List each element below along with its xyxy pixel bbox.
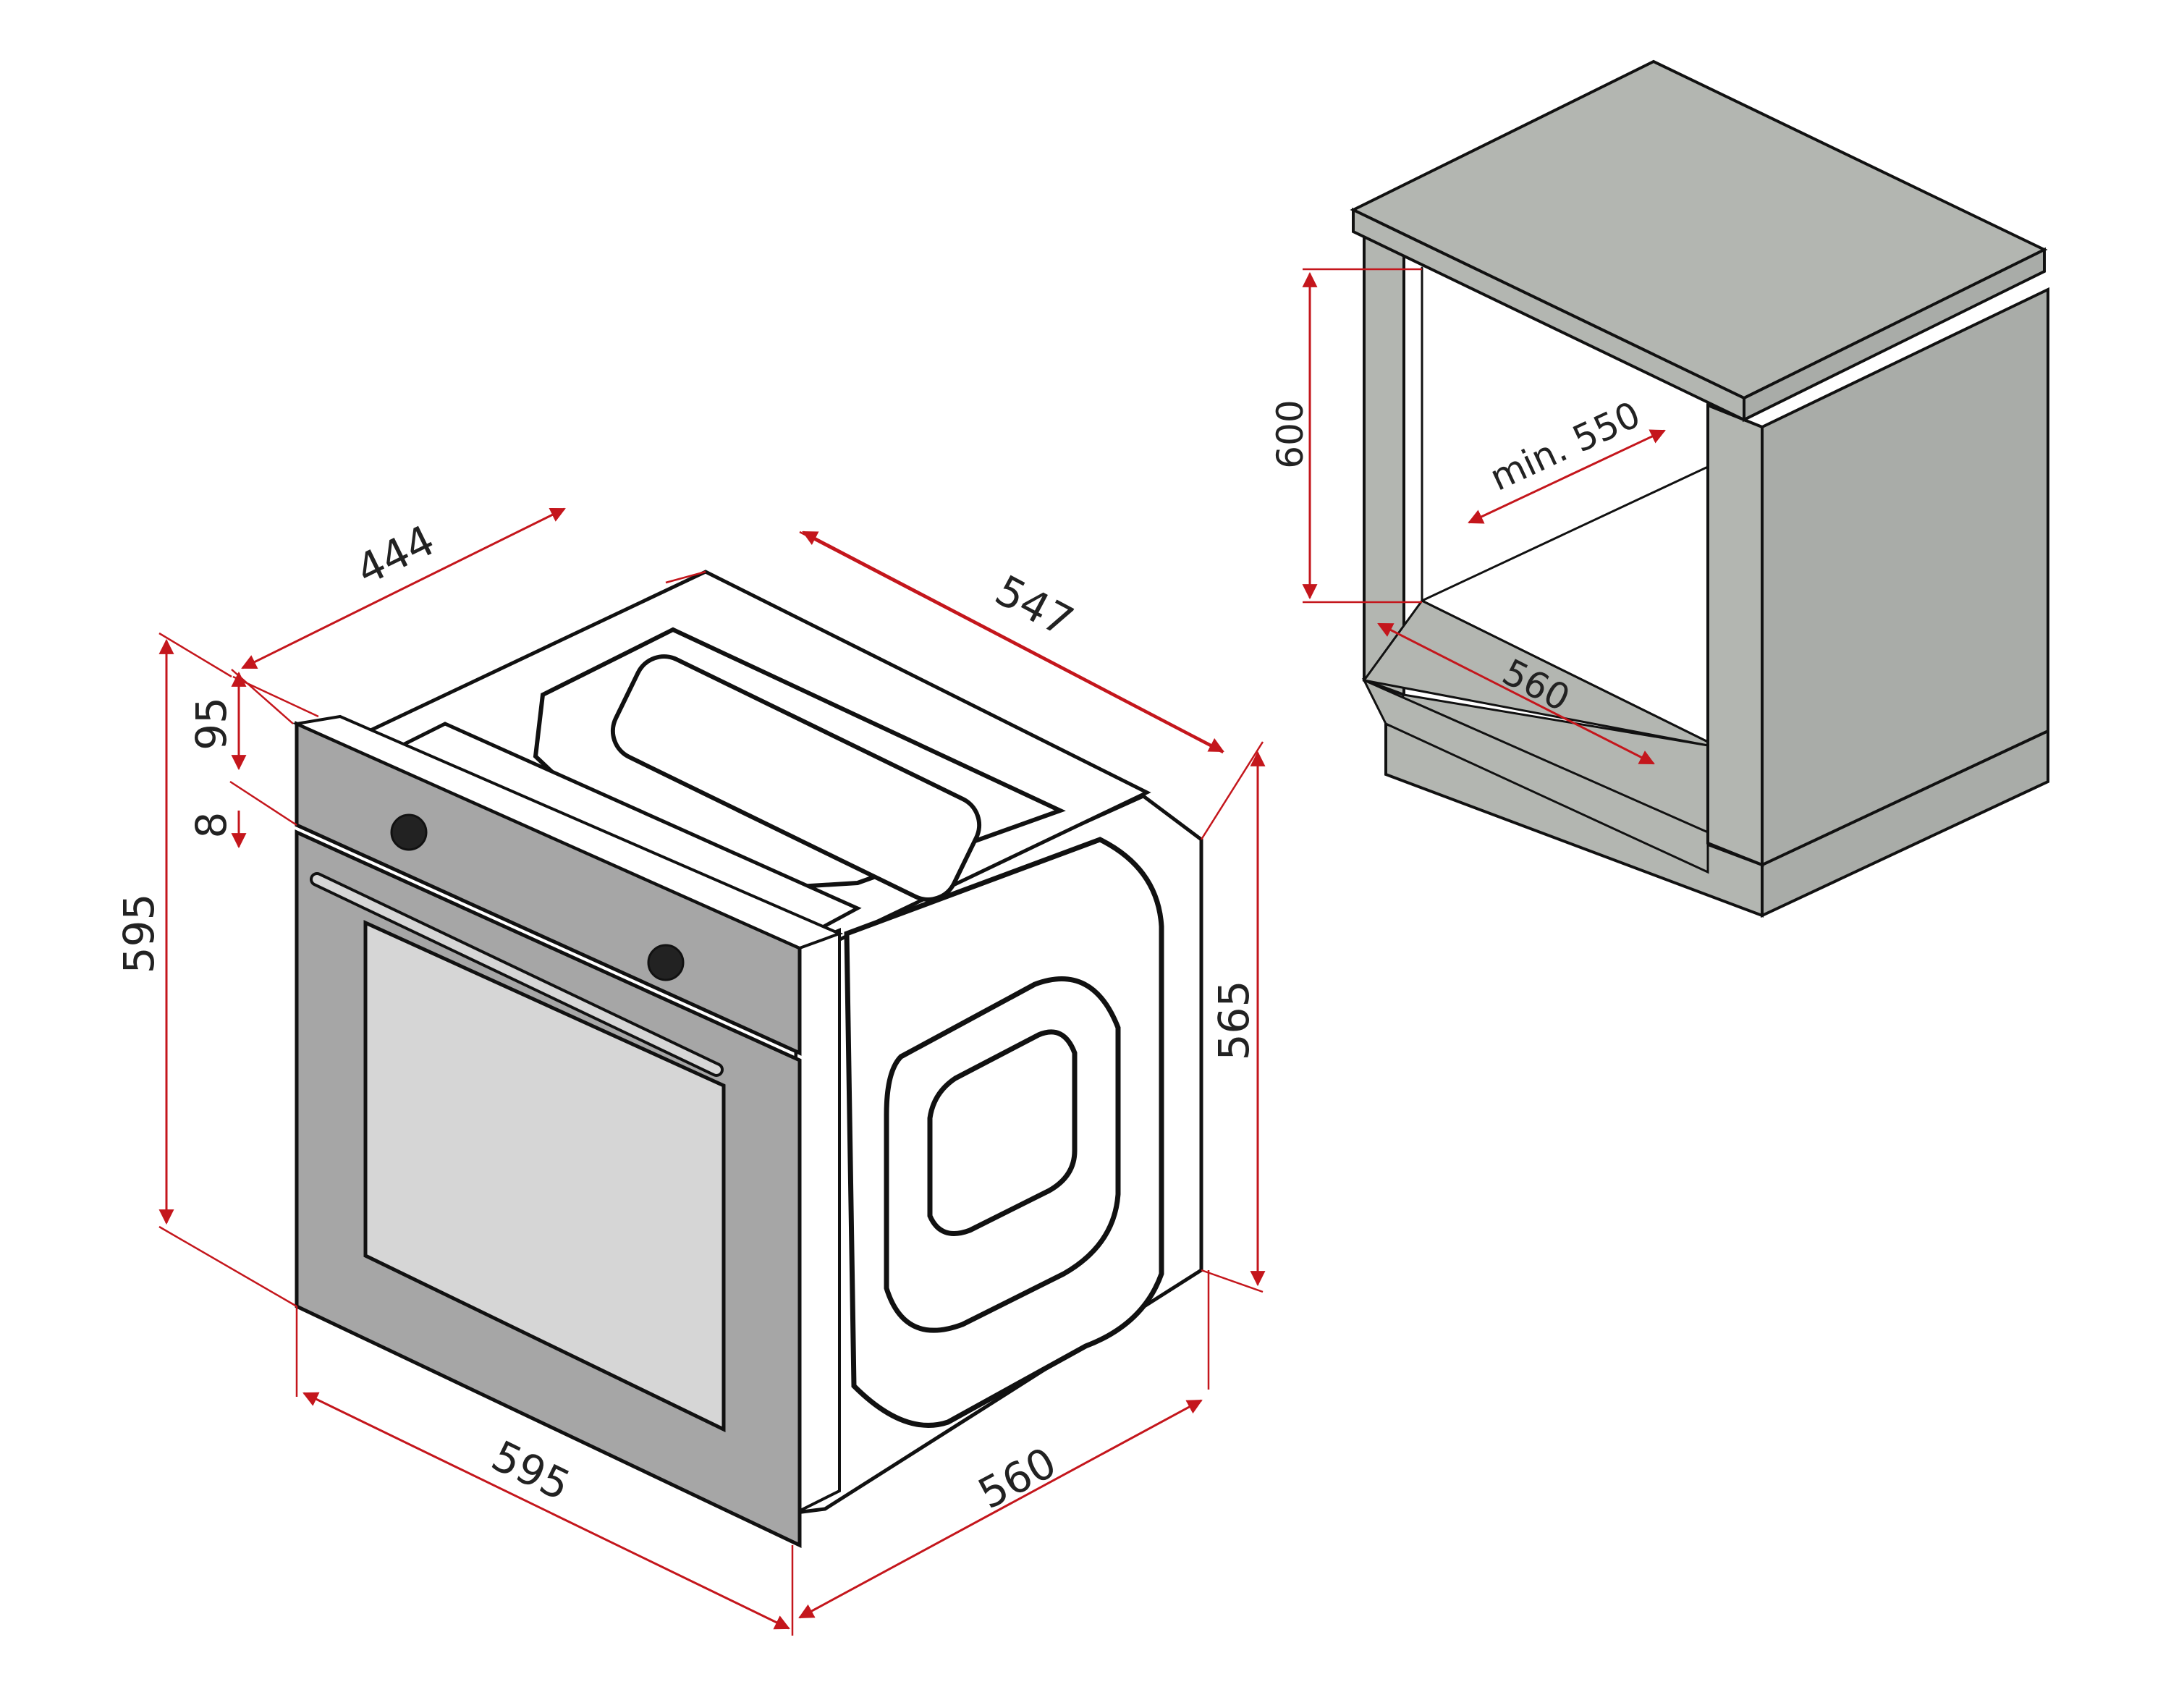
body-height-label: 565 (1209, 981, 1258, 1061)
oven-knob-right[interactable] (647, 944, 685, 981)
cabinet-right-side (1761, 287, 2049, 868)
oven-knob-left[interactable] (390, 813, 428, 851)
side-depth-label: 560 (970, 1437, 1065, 1518)
niche-height-label: 600 (1269, 399, 1311, 468)
panel-height-label: 95 (187, 697, 236, 751)
oven-control-panel-top (292, 714, 844, 950)
cabinet-left-post (1363, 229, 1405, 697)
cabinet-dimension-lines (1302, 268, 1666, 765)
front-width-label: 595 (484, 1431, 577, 1510)
oven-dimension-lines (158, 507, 1266, 1636)
top-depth-label: 444 (349, 515, 442, 595)
cabinet-worktop-side (1743, 247, 2046, 423)
cabinet-drawing (1350, 59, 2049, 918)
oven-side-inner (927, 1029, 1078, 1236)
oven-mount-strip (795, 928, 841, 1515)
niche-depth-label: min. 550 (1484, 394, 1646, 499)
cabinet-right-panel (1706, 403, 1764, 867)
gap-label: 8 (187, 812, 236, 839)
overall-height-label: 595 (114, 894, 164, 974)
oven-drawing (292, 570, 1203, 1548)
